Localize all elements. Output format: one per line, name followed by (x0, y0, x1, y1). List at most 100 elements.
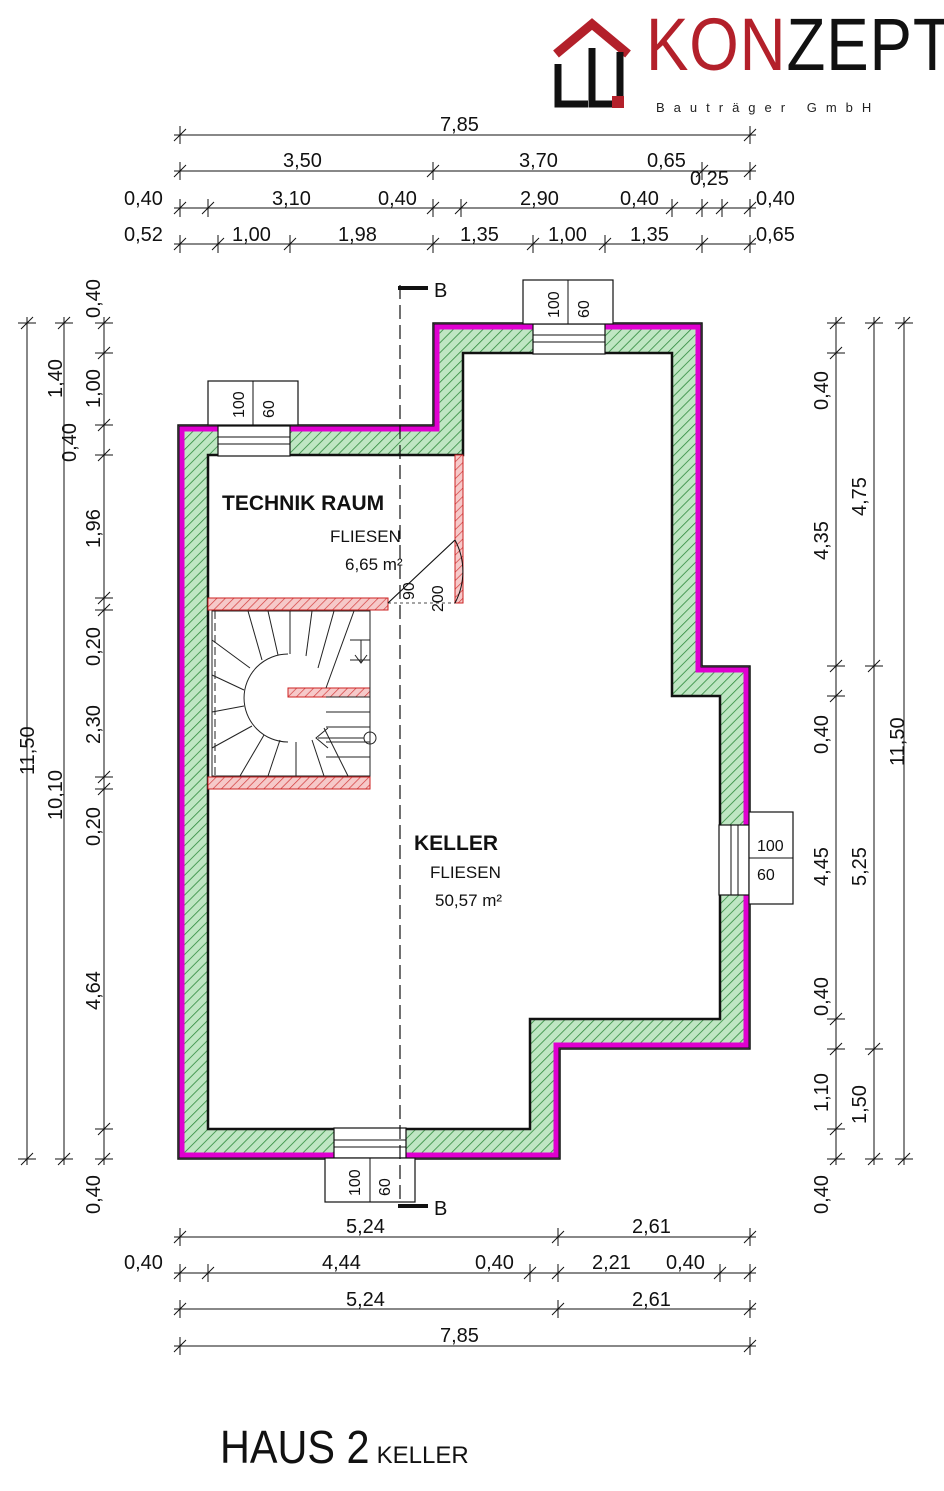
interior-walls (207, 454, 464, 790)
window-label-h: 60 (576, 300, 593, 318)
dimension-tick (97, 1152, 111, 1166)
dimension-tick (743, 128, 757, 142)
dim-bottom-part: 2,61 (632, 1216, 671, 1238)
brand-subtitle: Bauträger GmbH (656, 100, 881, 115)
dimension-tick (173, 164, 187, 178)
dimension-tick (897, 316, 911, 330)
dimension-tick (57, 316, 71, 330)
dimension-tick (829, 659, 843, 673)
dim-left-seg: 4,64 (83, 971, 105, 1010)
window-label-w: 100 (757, 838, 784, 855)
dim-top-open: 1,98 (338, 224, 377, 246)
dim-right-seg: 4,45 (811, 847, 833, 886)
dim-left-seg: 0,20 (83, 807, 105, 846)
dim-bottom-seg: 4,44 (322, 1252, 361, 1274)
dimension-tick (829, 346, 843, 360)
dimension-tick (201, 1266, 215, 1280)
dim-top-seg: 2,90 (520, 188, 559, 210)
dim-left-seg: 2,30 (83, 705, 105, 744)
dim-left-seg: 0,40 (83, 1175, 105, 1214)
dim-top-seg: 0,25 (690, 168, 729, 190)
dimension-tick (743, 201, 757, 215)
dimension-tick (173, 237, 187, 251)
room-area-keller: 50,57 m² (435, 891, 502, 910)
window-top-left (207, 380, 299, 457)
dim-left-seg: 0,40 (59, 423, 81, 462)
dimension-tick (743, 1339, 757, 1353)
dim-right-mid: 5,25 (849, 847, 871, 886)
dimension-tick (743, 1266, 757, 1280)
dim-right-total: 11,50 (887, 717, 909, 766)
dimension-tick (97, 346, 111, 360)
dim-top-total: 7,85 (440, 114, 479, 136)
dim-bottom-seg: 0,40 (475, 1252, 514, 1274)
dim-left-total: 11,50 (17, 726, 39, 775)
dimension-tick (713, 1266, 727, 1280)
dimension-tick (829, 689, 843, 703)
dim-top-part: 3,50 (283, 150, 322, 172)
dimension-tick (20, 1152, 34, 1166)
dim-right-seg: 0,40 (811, 977, 833, 1016)
dim-top-open: 0,52 (124, 224, 163, 246)
dimension-tick (201, 201, 215, 215)
dimension-tick (20, 316, 34, 330)
dim-left-seg: 0,40 (83, 279, 105, 318)
room-floor-keller: FLIESEN (430, 863, 501, 882)
dimension-tick (715, 201, 729, 215)
dimension-tick (867, 1042, 881, 1056)
dimension-tick (526, 237, 540, 251)
dimension-tick (743, 1230, 757, 1244)
dim-bottom-part: 5,24 (346, 1289, 385, 1311)
dimension-tick (897, 1152, 911, 1166)
dim-right-seg: 0,40 (811, 371, 833, 410)
dimension-tick (57, 1152, 71, 1166)
dimension-tick (551, 1230, 565, 1244)
dimension-tick (829, 1152, 843, 1166)
dimension-tick (551, 1302, 565, 1316)
dimension-tick (173, 1302, 187, 1316)
dimension-tick (867, 659, 881, 673)
dimension-tick (829, 316, 843, 330)
dim-bottom-seg: 0,40 (124, 1252, 163, 1274)
window-label-h: 60 (261, 400, 278, 418)
dim-bottom-total: 7,85 (440, 1325, 479, 1347)
dimension-tick (829, 1042, 843, 1056)
dimension-tick (173, 1339, 187, 1353)
dimension-tick (426, 237, 440, 251)
dimension-tick (97, 782, 111, 796)
dim-top-seg: 0,40 (620, 188, 659, 210)
room-floor-technik: FLIESEN (330, 527, 401, 546)
dimension-tick (97, 1122, 111, 1136)
dimension-tick (283, 237, 297, 251)
dim-left-inner-total: 10,10 (45, 770, 67, 820)
dim-right-seg: 1,10 (811, 1073, 833, 1112)
window-bottom (324, 1127, 416, 1203)
door-technik (387, 539, 464, 604)
floor-title: KELLER (376, 1442, 469, 1469)
room-name-technik: TECHNIK RAUM (222, 492, 384, 515)
section-line-b (398, 285, 428, 1208)
dim-right-seg: 4,35 (811, 521, 833, 560)
dim-left-seg: 1,96 (83, 509, 105, 548)
dimension-tick (97, 448, 111, 462)
dim-top-open: 0,65 (756, 224, 795, 246)
dim-right-seg: 0,40 (811, 715, 833, 754)
dimension-tick (454, 201, 468, 215)
dimension-tick (97, 591, 111, 605)
dim-right-mid: 1,50 (849, 1085, 871, 1124)
plan-title: HAUS 2 KELLER (220, 1420, 469, 1474)
dimension-tick (743, 237, 757, 251)
dimension-tick (743, 164, 757, 178)
dimension-lines (18, 126, 913, 1355)
window-label-w: 100 (231, 391, 248, 418)
dim-top-open: 1,00 (548, 224, 587, 246)
dimension-tick (97, 316, 111, 330)
dim-bottom-seg: 2,21 (592, 1252, 631, 1274)
dim-left-seg: 0,20 (83, 627, 105, 666)
dimension-tick (867, 316, 881, 330)
dim-top-part: 3,70 (519, 150, 558, 172)
window-label-w: 100 (546, 291, 563, 318)
dimension-tick (523, 1266, 537, 1280)
window-right (718, 811, 794, 905)
